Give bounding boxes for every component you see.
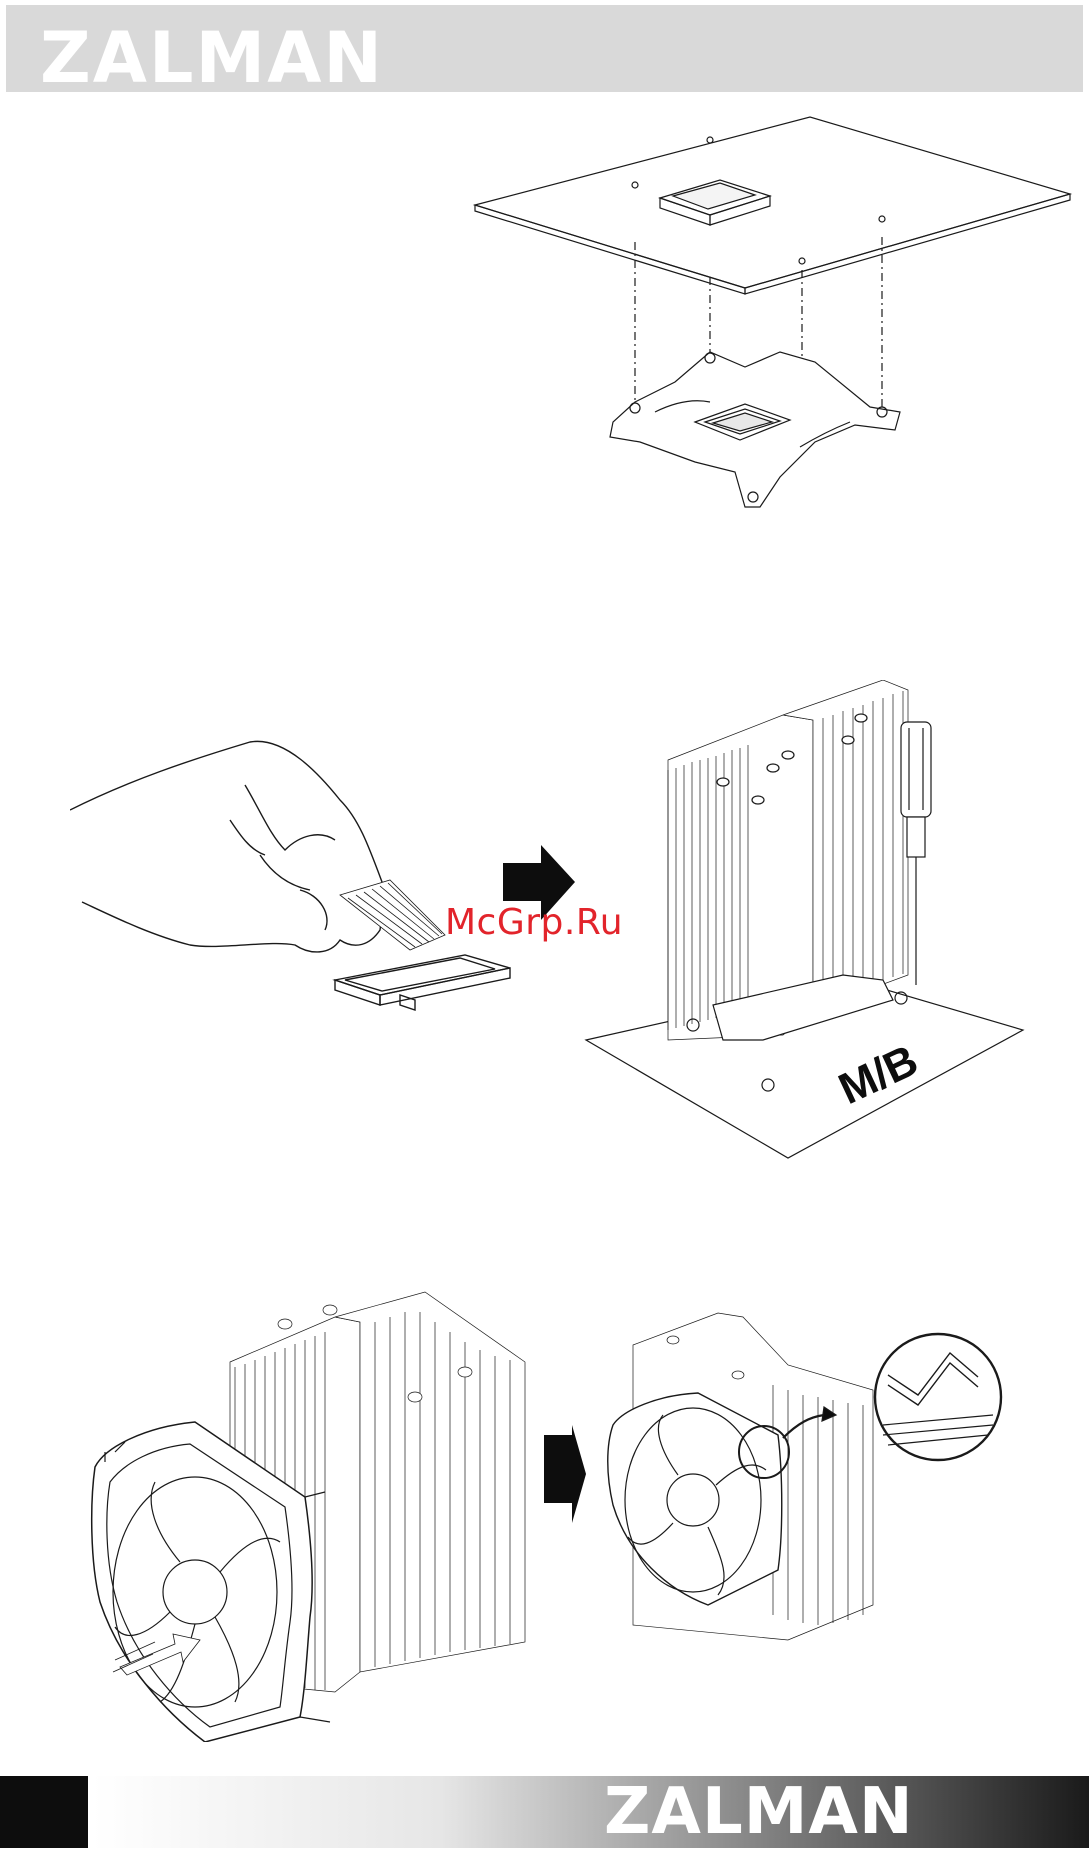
brand-logo: ZALMAN [40,13,384,103]
footer-brand-logo: ZALMAN [604,1776,914,1848]
backplate [610,352,900,507]
hand-outline [70,741,385,952]
motherboard-plate [475,117,1070,288]
footer-dark-block [0,1776,88,1848]
clip-detail-magnifier [875,1334,1001,1460]
step-arrow-icon-2 [544,1425,586,1523]
footer-bar: ZALMAN [0,1776,1089,1848]
footer-gradient [92,1776,1089,1848]
cooler-mount-illustration: M/B [583,680,1028,1160]
header-banner: ZALMAN [6,5,1083,92]
backplate-install-illustration [470,112,1080,517]
thermal-paste-illustration [70,740,520,1060]
assembled-cooler-illustration [598,1305,1043,1650]
paste-spread [340,880,445,950]
fan-attach-illustration [85,1272,535,1742]
cpu-chip [335,955,510,1010]
